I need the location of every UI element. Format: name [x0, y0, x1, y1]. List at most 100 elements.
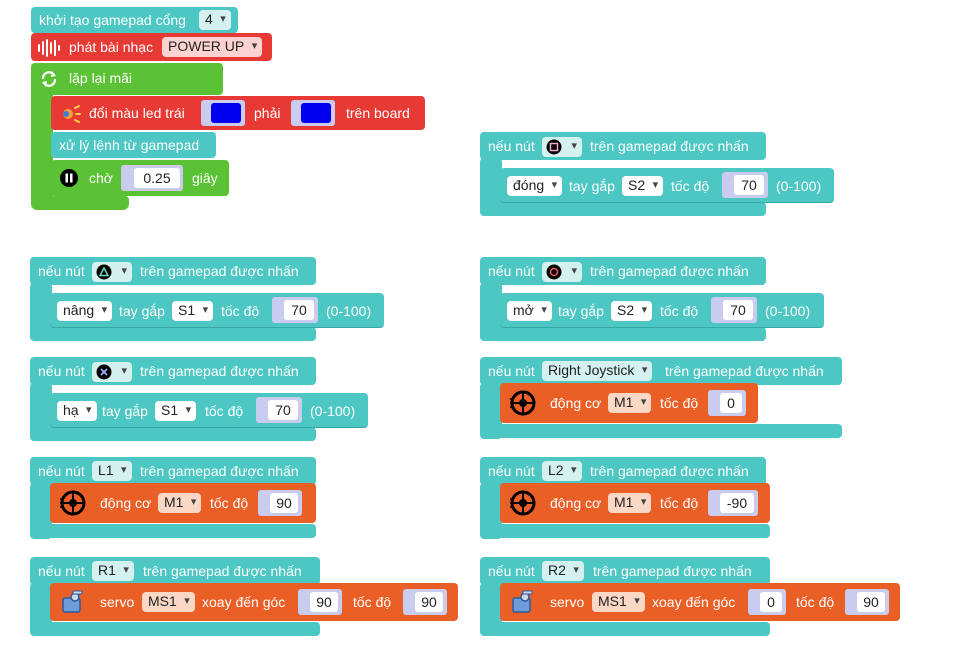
rotate-label: xoay đến góc: [652, 594, 736, 610]
if-square-body: [480, 158, 502, 214]
gamepad-port-dropdown[interactable]: 4: [199, 10, 231, 30]
l2-motor-block[interactable]: động cơ M1 tốc độ -90: [500, 483, 770, 523]
rotate-label: xoay đến góc: [202, 594, 286, 610]
speed-label: tốc độ: [353, 594, 392, 610]
speed-input[interactable]: 0: [720, 393, 742, 413]
gripper-action-dropdown[interactable]: mở: [507, 301, 552, 321]
cross-button-dropdown[interactable]: [92, 362, 132, 382]
gripper-label: tay gắp: [558, 303, 604, 319]
motor-label: động cơ: [550, 395, 602, 411]
if-r1-pressed-block[interactable]: nếu nút R1 trên gamepad được nhấn: [30, 557, 320, 585]
if-r1-foot: [30, 622, 320, 636]
wait-value-input[interactable]: 0.25: [134, 168, 180, 188]
if-triangle-pressed-block[interactable]: nếu nút trên gamepad được nhấn: [30, 257, 316, 285]
l2-button-dropdown[interactable]: L2: [542, 461, 582, 481]
speed-input[interactable]: 90: [857, 592, 885, 612]
gripper-port-dropdown[interactable]: S2: [611, 301, 653, 321]
if-button-label: nếu nút: [488, 563, 535, 579]
angle-input[interactable]: 90: [310, 592, 338, 612]
wait-block[interactable]: chờ 0.25 giây: [51, 160, 229, 196]
if-r2-foot: [480, 622, 770, 636]
if-l2-pressed-block[interactable]: nếu nút L2 trên gamepad được nhấn: [480, 457, 766, 485]
r1-servo-block[interactable]: servo MS1 xoay đến góc 90 tốc độ 90: [50, 583, 458, 621]
motor-port-dropdown[interactable]: M1: [608, 393, 652, 413]
song-dropdown[interactable]: POWER UP: [162, 37, 263, 57]
loop-bottom: [31, 196, 129, 210]
speed-label: tốc độ: [660, 395, 699, 411]
triangle-button-dropdown[interactable]: [92, 262, 132, 282]
led-board-label: trên board: [346, 105, 410, 121]
if-r2-pressed-block[interactable]: nếu nút R2 trên gamepad được nhấn: [480, 557, 770, 585]
play-music-block[interactable]: phát bài nhạc POWER UP: [31, 33, 272, 61]
square-button-dropdown[interactable]: [542, 137, 582, 157]
pressed-label: trên gamepad được nhấn: [590, 463, 749, 479]
gripper-action-dropdown[interactable]: hạ: [57, 401, 97, 421]
if-square-foot: [480, 202, 766, 216]
init-gamepad-block[interactable]: khởi tạo gamepad cổng 4: [31, 7, 238, 33]
r1-button-dropdown[interactable]: R1: [92, 561, 134, 581]
led-left-color-swatch[interactable]: [211, 103, 241, 123]
pressed-label: trên gamepad được nhấn: [665, 363, 824, 379]
r2-servo-block[interactable]: servo MS1 xoay đến góc 0 tốc độ 90: [500, 583, 900, 621]
cross-button-icon: [96, 364, 112, 380]
led-light-icon: [59, 104, 81, 129]
speed-range-label: (0-100): [765, 303, 811, 319]
sound-wave-icon: [37, 39, 61, 62]
if-triangle-body: [30, 283, 52, 339]
led-right-label: phải: [254, 105, 281, 121]
speed-input[interactable]: -90: [720, 493, 754, 513]
forever-loop-block[interactable]: lặp lại mãi: [31, 63, 223, 95]
speed-range-label: (0-100): [326, 303, 372, 319]
led-color-block[interactable]: đổi màu led trái phải trên board: [51, 96, 425, 130]
speed-input[interactable]: 70: [734, 175, 764, 195]
if-button-label: nếu nút: [38, 463, 85, 479]
pressed-label: trên gamepad được nhấn: [590, 263, 749, 279]
if-joystick-pressed-block[interactable]: nếu nút Right Joystick trên gamepad được…: [480, 357, 842, 385]
speed-input[interactable]: 70: [723, 300, 753, 320]
cross-gripper-block[interactable]: hạ tay gắp S1 tốc độ 70 (0-100): [50, 393, 368, 427]
motor-wheel-icon: [60, 490, 86, 521]
speed-input[interactable]: 90: [270, 493, 298, 513]
l1-motor-block[interactable]: động cơ M1 tốc độ 90: [50, 483, 316, 523]
gripper-action-dropdown[interactable]: nâng: [57, 301, 113, 321]
circle-gripper-block[interactable]: mở tay gắp S2 tốc độ 70 (0-100): [500, 293, 824, 327]
if-cross-pressed-block[interactable]: nếu nút trên gamepad được nhấn: [30, 357, 316, 385]
if-l1-foot: [30, 524, 316, 538]
process-gamepad-block[interactable]: xử lý lệnh từ gamepad: [51, 132, 216, 158]
gripper-action-dropdown[interactable]: đóng: [507, 176, 563, 196]
r2-button-dropdown[interactable]: R2: [542, 561, 584, 581]
gripper-port-dropdown[interactable]: S2: [622, 176, 664, 196]
loop-spine: [31, 90, 53, 206]
speed-label: tốc độ: [221, 303, 260, 319]
motor-port-dropdown[interactable]: M1: [158, 493, 202, 513]
if-circle-body: [480, 283, 502, 339]
joystick-motor-block[interactable]: động cơ M1 tốc độ 0: [500, 383, 758, 423]
circle-button-icon: [546, 264, 562, 280]
l1-button-dropdown[interactable]: L1: [92, 461, 132, 481]
led-right-color-swatch[interactable]: [301, 103, 331, 123]
gripper-port-dropdown[interactable]: S1: [172, 301, 214, 321]
if-button-label: nếu nút: [488, 463, 535, 479]
process-gamepad-label: xử lý lệnh từ gamepad: [59, 137, 200, 153]
angle-input[interactable]: 0: [760, 592, 782, 612]
speed-input[interactable]: 70: [268, 400, 298, 420]
if-l1-pressed-block[interactable]: nếu nút L1 trên gamepad được nhấn: [30, 457, 316, 485]
speed-input[interactable]: 70: [284, 300, 314, 320]
triangle-gripper-block[interactable]: nâng tay gắp S1 tốc độ 70 (0-100): [50, 293, 384, 327]
servo-port-dropdown[interactable]: MS1: [142, 592, 195, 612]
speed-range-label: (0-100): [310, 403, 356, 419]
joystick-button-dropdown[interactable]: Right Joystick: [542, 361, 653, 381]
servo-motor-icon: [510, 589, 536, 620]
led-color-label: đổi màu led trái: [89, 105, 185, 121]
if-button-label: nếu nút: [38, 263, 85, 279]
repeat-icon: [39, 69, 59, 94]
if-square-pressed-block[interactable]: nếu nút trên gamepad được nhấn: [480, 132, 766, 160]
gripper-port-dropdown[interactable]: S1: [155, 401, 197, 421]
square-gripper-block[interactable]: đóng tay gắp S2 tốc độ 70 (0-100): [500, 168, 834, 202]
speed-input[interactable]: 90: [415, 592, 443, 612]
if-circle-pressed-block[interactable]: nếu nút trên gamepad được nhấn: [480, 257, 766, 285]
circle-button-dropdown[interactable]: [542, 262, 582, 282]
motor-port-dropdown[interactable]: M1: [608, 493, 652, 513]
servo-port-dropdown[interactable]: MS1: [592, 592, 645, 612]
motor-wheel-icon: [510, 390, 536, 421]
